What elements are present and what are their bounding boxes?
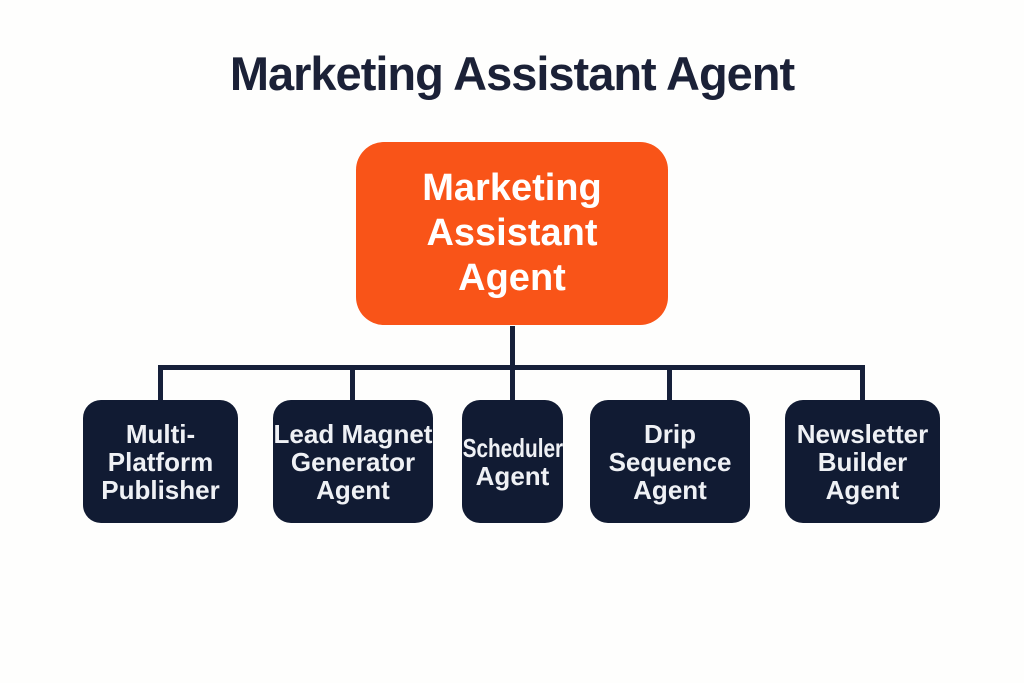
node-label: Drip Sequence Agent [609, 420, 732, 504]
node-label-line: Sequence [608, 446, 732, 477]
connector-drop-newsletter-builder-agent [860, 365, 865, 400]
node-label-line: Generator [290, 446, 416, 477]
connector-drop-lead-magnet-generator-agent [350, 365, 355, 400]
node-label-line: Agent [633, 474, 707, 505]
node-label-line: Scheduler [462, 432, 563, 463]
node-label: Marketing Assistant Agent [422, 166, 601, 301]
node-label-line: Agent [316, 474, 390, 505]
node-lead-magnet-generator-agent: Lead Magnet Generator Agent [273, 400, 433, 523]
node-label: Lead Magnet Generator Agent [274, 420, 433, 504]
diagram-title: Marketing Assistant Agent [229, 47, 795, 100]
node-marketing-assistant-agent: Marketing Assistant Agent [356, 142, 668, 325]
node-label: Scheduler Agent [450, 434, 576, 490]
node-label: Newsletter Builder Agent [797, 420, 929, 504]
node-label-line: Agent [825, 474, 900, 505]
node-label-line: Marketing [422, 167, 602, 209]
connector-drop-scheduler-agent [510, 365, 515, 400]
node-multi-platform-publisher: Multi- Platform Publisher [83, 400, 238, 523]
node-label-line: Newsletter [796, 418, 929, 449]
node-label-line: Lead Magnet [273, 418, 433, 449]
node-label-line: Agent [458, 257, 566, 299]
connector-drop-drip-sequence-agent [667, 365, 672, 400]
node-label-line: Multi- [125, 418, 196, 449]
node-newsletter-builder-agent: Newsletter Builder Agent [785, 400, 940, 523]
node-label-line: Builder [817, 446, 908, 477]
node-label: Multi- Platform Publisher [101, 420, 219, 504]
node-label-line: Drip [643, 418, 696, 449]
node-label-line: Agent [475, 460, 550, 491]
node-drip-sequence-agent: Drip Sequence Agent [590, 400, 750, 523]
node-scheduler-agent: Scheduler Agent [462, 400, 563, 523]
connector-drop-multi-platform-publisher [158, 365, 163, 400]
node-label-line: Platform [107, 446, 214, 477]
connector-root-stem [510, 326, 515, 368]
node-label-line: Assistant [426, 212, 598, 254]
node-label-line: Publisher [101, 474, 220, 505]
